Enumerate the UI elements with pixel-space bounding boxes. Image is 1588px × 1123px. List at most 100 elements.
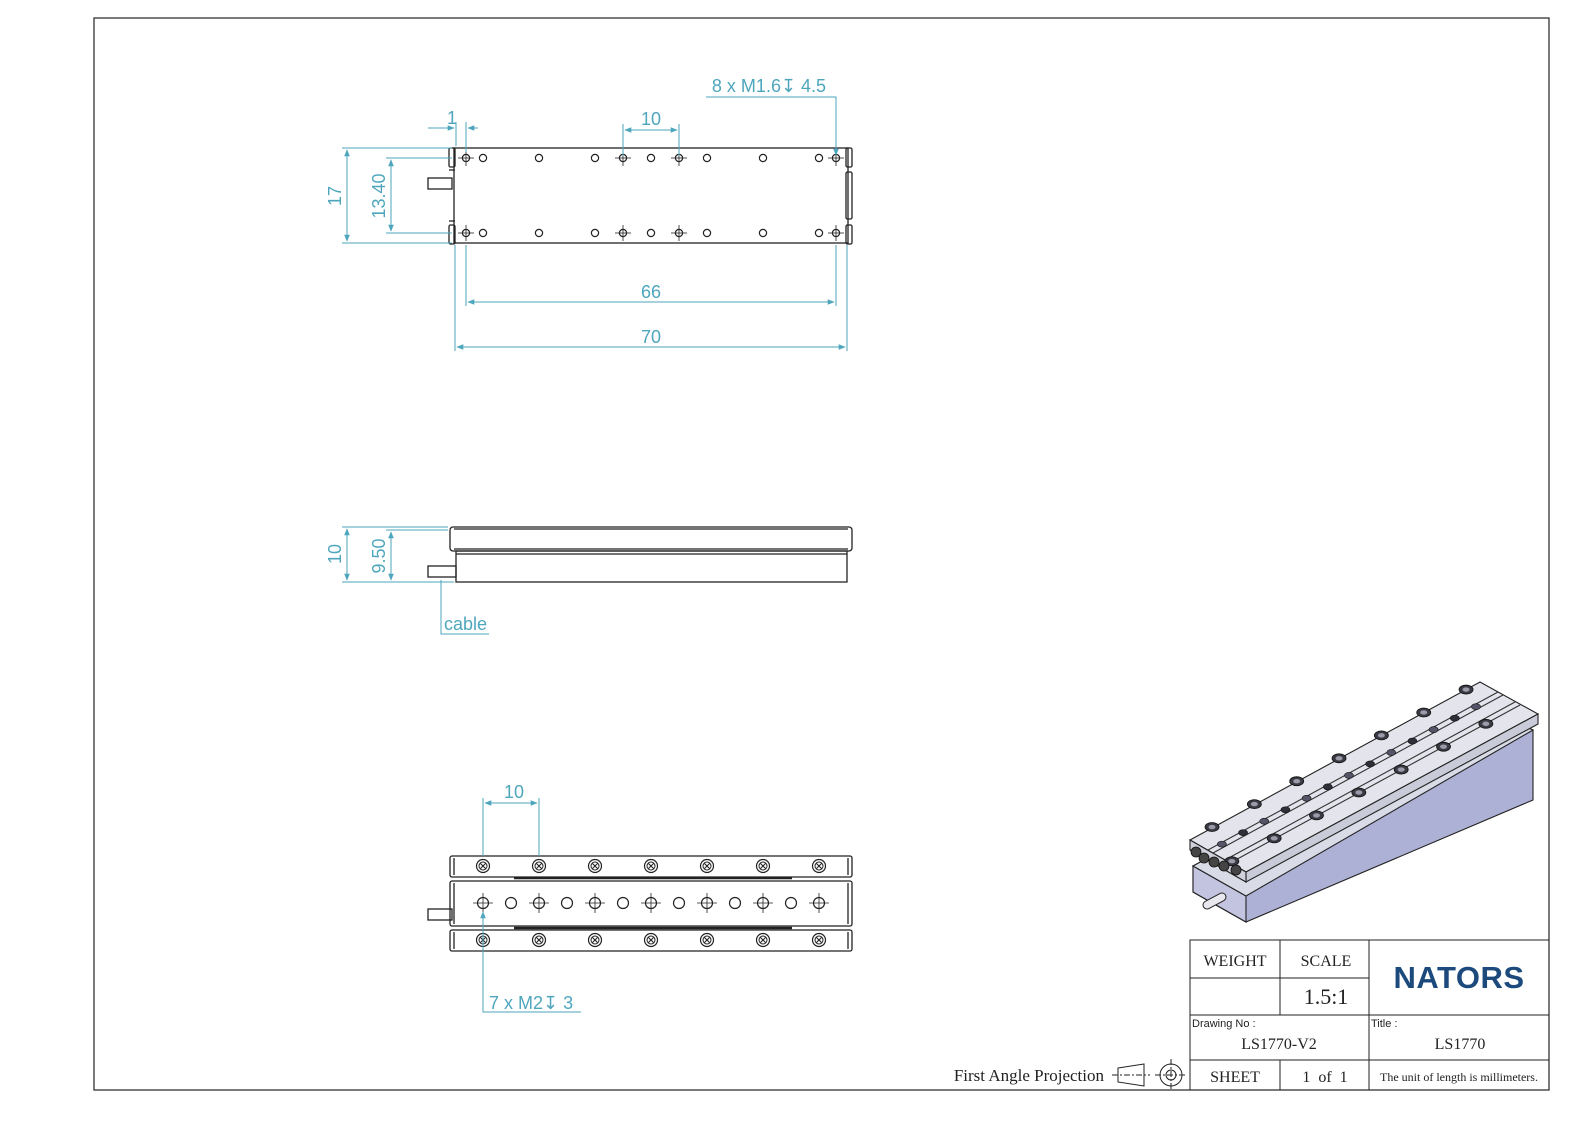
carriage-hole bbox=[529, 893, 549, 913]
title-label: Title : bbox=[1371, 1018, 1398, 1030]
rail-screw bbox=[643, 858, 659, 874]
scale-label: SCALE bbox=[1301, 953, 1352, 970]
rail-screw bbox=[587, 932, 603, 948]
top-thread-note: 8 x M1.6↧ 4.5 bbox=[712, 76, 826, 96]
cable-stub bbox=[427, 177, 453, 190]
bottom-view-holes bbox=[473, 858, 829, 948]
iso-carriage-hole bbox=[1238, 829, 1248, 836]
rail-screw bbox=[699, 858, 715, 874]
side-view bbox=[427, 526, 853, 583]
bottom-view-dimension-labels: 10 7 x M2↧ 3 bbox=[489, 782, 573, 1013]
iso-rail-screw bbox=[1373, 730, 1389, 741]
iso-rail-screw bbox=[1309, 810, 1324, 821]
rail-screw bbox=[531, 858, 547, 874]
rail-screw bbox=[475, 858, 491, 874]
top-view bbox=[427, 147, 853, 245]
mounting-hole bbox=[828, 225, 844, 241]
carriage-hole bbox=[809, 893, 829, 913]
top-view-dimension-labels: 8 x M1.6↧ 4.5 1 10 17 13.40 66 70 bbox=[325, 76, 826, 347]
rail-screw bbox=[811, 858, 827, 874]
carriage-hole bbox=[784, 896, 798, 910]
iso-rail-screw bbox=[1351, 787, 1367, 798]
top-view-cap bbox=[448, 224, 456, 245]
iso-end-screw bbox=[1230, 864, 1242, 876]
sheet-value: 1 of 1 bbox=[1302, 1069, 1347, 1086]
carriage-hole bbox=[641, 893, 661, 913]
sheet-label: SHEET bbox=[1210, 1069, 1260, 1086]
rail-screw bbox=[755, 858, 771, 874]
carriage-hole bbox=[672, 896, 686, 910]
iso-end-screw bbox=[1198, 852, 1210, 864]
mounting-hole bbox=[478, 153, 488, 163]
carriage-hole bbox=[560, 896, 574, 910]
mounting-hole bbox=[702, 153, 712, 163]
bottom-view-dimensions bbox=[480, 798, 581, 1013]
isometric-holes bbox=[1190, 684, 1494, 876]
top-pitch-label: 10 bbox=[641, 109, 661, 129]
carriage-hole bbox=[585, 893, 605, 913]
carriage-hole bbox=[473, 893, 493, 913]
mounting-hole bbox=[758, 153, 768, 163]
iso-end-screw bbox=[1218, 860, 1230, 872]
mounting-hole bbox=[646, 228, 656, 238]
iso-carriage-hole bbox=[1322, 783, 1333, 791]
first-angle-projection-icon bbox=[1112, 1059, 1187, 1091]
mounting-hole bbox=[534, 153, 544, 163]
top-view-body bbox=[453, 147, 849, 244]
iso-carriage-hole bbox=[1217, 840, 1227, 848]
drawing-no-label: Drawing No : bbox=[1192, 1018, 1256, 1030]
iso-carriage-hole bbox=[1365, 760, 1375, 768]
cable-label: cable bbox=[444, 614, 487, 634]
company-logo: NATORS bbox=[1393, 960, 1524, 995]
iso-carriage-hole bbox=[1407, 737, 1418, 745]
units-note: The unit of length is millimeters. bbox=[1380, 1070, 1538, 1084]
drawing-no-value: LS1770-V2 bbox=[1241, 1036, 1317, 1053]
bottom-thread-note: 7 x M2↧ 3 bbox=[489, 993, 573, 1013]
iso-rail-screw bbox=[1436, 741, 1451, 752]
weight-label: WEIGHT bbox=[1203, 953, 1266, 970]
mounting-hole bbox=[814, 153, 824, 163]
side-view-dimension-labels: 10 9.50 cable bbox=[325, 538, 487, 634]
rail-screw bbox=[531, 932, 547, 948]
rail-screw bbox=[587, 858, 603, 874]
iso-carriage-hole bbox=[1471, 703, 1481, 710]
mounting-hole bbox=[534, 228, 544, 238]
mounting-hole bbox=[814, 228, 824, 238]
rail-screw bbox=[699, 932, 715, 948]
iso-rail-screw bbox=[1416, 707, 1432, 718]
top-view-holes bbox=[458, 150, 844, 241]
rail-screw bbox=[643, 932, 659, 948]
iso-carriage-hole bbox=[1428, 726, 1439, 733]
side-height-label: 10 bbox=[325, 544, 345, 564]
title-block-text: WEIGHT SCALE 1.5:1 NATORS Drawing No : L… bbox=[1192, 953, 1538, 1086]
iso-end-screw bbox=[1190, 846, 1202, 858]
carriage-hole bbox=[616, 896, 630, 910]
bottom-view bbox=[427, 855, 853, 952]
bottom-cable-stub bbox=[427, 908, 453, 921]
iso-rail-screw bbox=[1246, 799, 1262, 810]
rail-screw bbox=[811, 932, 827, 948]
mounting-hole bbox=[590, 153, 600, 163]
bottom-view-rail-bottom bbox=[449, 929, 853, 952]
top-offset-label: 1 bbox=[447, 108, 457, 128]
iso-rail-screw bbox=[1266, 833, 1282, 844]
mounting-hole bbox=[702, 228, 712, 238]
projection-label: First Angle Projection bbox=[954, 1066, 1105, 1085]
carriage-hole bbox=[753, 893, 773, 913]
top-view-cap bbox=[845, 147, 853, 168]
mounting-hole bbox=[458, 225, 474, 241]
mounting-hole bbox=[590, 228, 600, 238]
title-value: LS1770 bbox=[1435, 1036, 1486, 1053]
iso-rail-screw bbox=[1393, 764, 1409, 775]
carriage-hole bbox=[697, 893, 717, 913]
mounting-hole bbox=[615, 225, 631, 241]
top-view-cap bbox=[845, 224, 853, 245]
top-view-dimensions bbox=[342, 96, 848, 351]
iso-rail-screw bbox=[1204, 822, 1220, 832]
iso-carriage-hole bbox=[1301, 794, 1312, 802]
iso-carriage-hole bbox=[1259, 817, 1270, 825]
iso-rail-screw bbox=[1458, 684, 1474, 695]
mounting-hole bbox=[758, 228, 768, 238]
mounting-hole bbox=[646, 153, 656, 163]
